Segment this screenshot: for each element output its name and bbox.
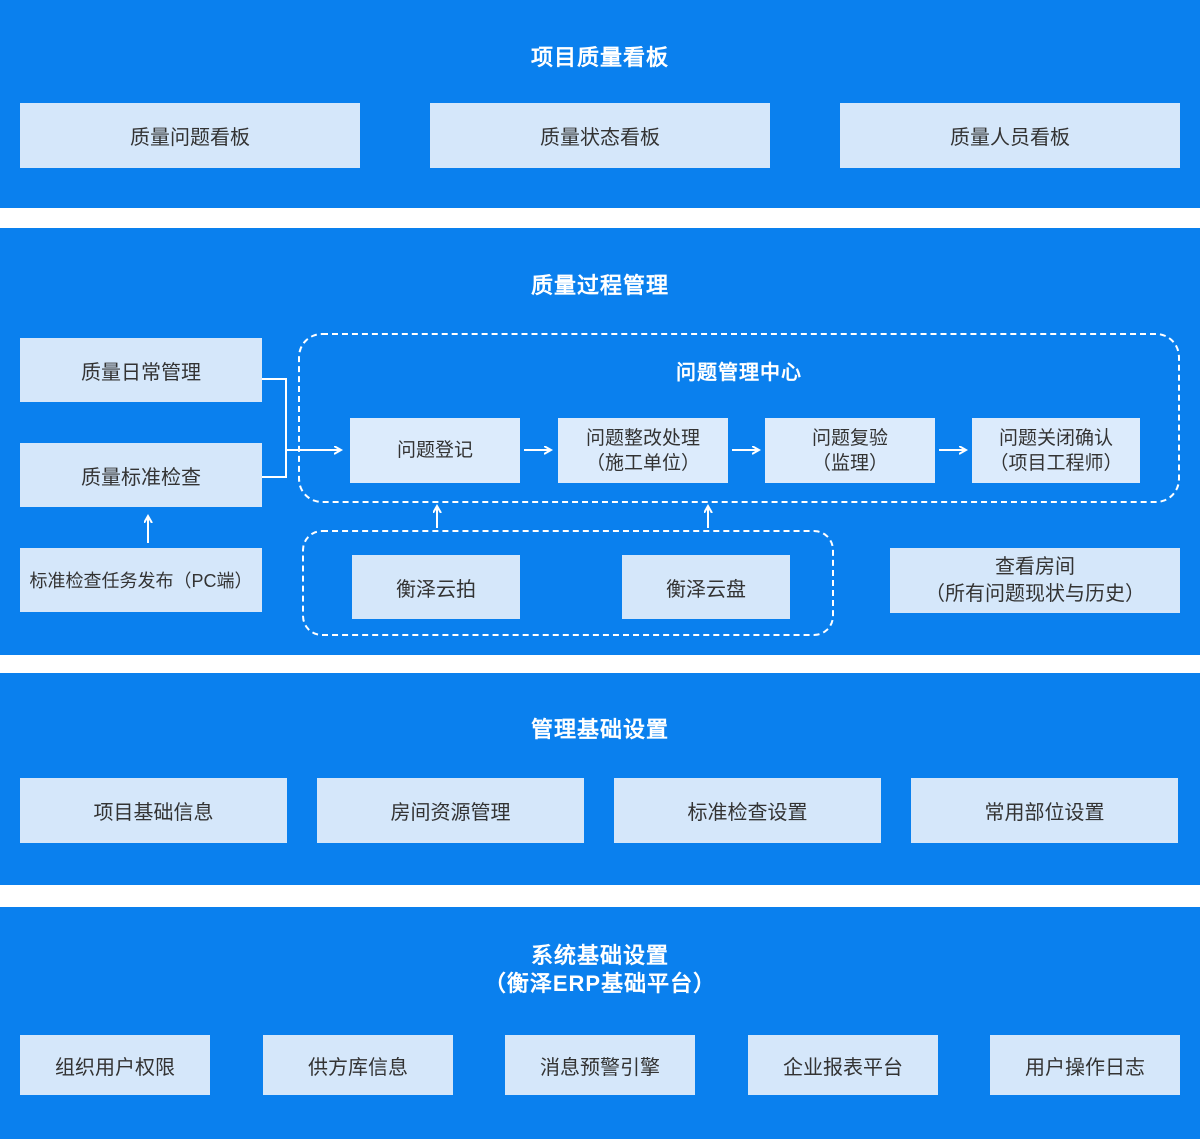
section-system-basic-settings: 系统基础设置 （衡泽ERP基础平台） 组织用户权限 供方库信息 消息预警引擎 企… bbox=[0, 907, 1200, 1139]
issue-center-title: 问题管理中心 bbox=[676, 362, 802, 384]
bracket-connector bbox=[262, 378, 287, 478]
section-title: 项目质量看板 bbox=[530, 45, 669, 70]
node-quality-issue-board: 质量问题看板 bbox=[20, 103, 360, 168]
section-project-quality-dashboard: 项目质量看板 质量问题看板 质量状态看板 质量人员看板 bbox=[0, 0, 1200, 208]
node-standard-check-task-publish: 标准检查任务发布（PC端） bbox=[20, 548, 262, 612]
node-hengze-cloud-disk: 衡泽云盘 bbox=[622, 555, 790, 619]
node-supplier-library-info: 供方库信息 bbox=[263, 1035, 453, 1095]
node-message-alert-engine: 消息预警引擎 bbox=[505, 1035, 695, 1095]
node-daily-quality-mgmt: 质量日常管理 bbox=[20, 338, 262, 402]
node-room-view: 查看房间 （所有问题现状与历史） bbox=[890, 548, 1180, 613]
node-user-operation-log: 用户操作日志 bbox=[990, 1035, 1180, 1095]
section-title: 管理基础设置 bbox=[530, 717, 669, 742]
node-quality-staff-board: 质量人员看板 bbox=[840, 103, 1180, 168]
node-org-user-permission: 组织用户权限 bbox=[20, 1035, 210, 1095]
node-common-position-settings: 常用部位设置 bbox=[911, 778, 1178, 843]
node-issue-register: 问题登记 bbox=[350, 418, 520, 483]
node-quality-status-board: 质量状态看板 bbox=[430, 103, 770, 168]
node-quality-standard-check: 质量标准检查 bbox=[20, 443, 262, 507]
section-quality-process-mgmt: 质量过程管理 质量日常管理 质量标准检查 标准检查任务发布（PC端） 问题管理中… bbox=[0, 228, 1200, 655]
node-issue-rectification: 问题整改处理 （施工单位） bbox=[558, 418, 728, 483]
node-room-resource-mgmt: 房间资源管理 bbox=[317, 778, 584, 843]
node-hengze-cloud-photo: 衡泽云拍 bbox=[352, 555, 520, 619]
issue-center-frame bbox=[298, 333, 1180, 503]
node-issue-close-confirm: 问题关闭确认 （项目工程师） bbox=[972, 418, 1140, 483]
section-title: 质量过程管理 bbox=[530, 273, 669, 298]
node-issue-recheck: 问题复验 （监理） bbox=[765, 418, 935, 483]
section-mgmt-basic-settings: 管理基础设置 项目基础信息 房间资源管理 标准检查设置 常用部位设置 bbox=[0, 673, 1200, 885]
node-standard-check-settings: 标准检查设置 bbox=[614, 778, 881, 843]
node-enterprise-report-platform: 企业报表平台 bbox=[748, 1035, 938, 1095]
node-project-basic-info: 项目基础信息 bbox=[20, 778, 287, 843]
section-title: 系统基础设置 （衡泽ERP基础平台） bbox=[483, 943, 717, 996]
tools-frame bbox=[302, 530, 834, 636]
